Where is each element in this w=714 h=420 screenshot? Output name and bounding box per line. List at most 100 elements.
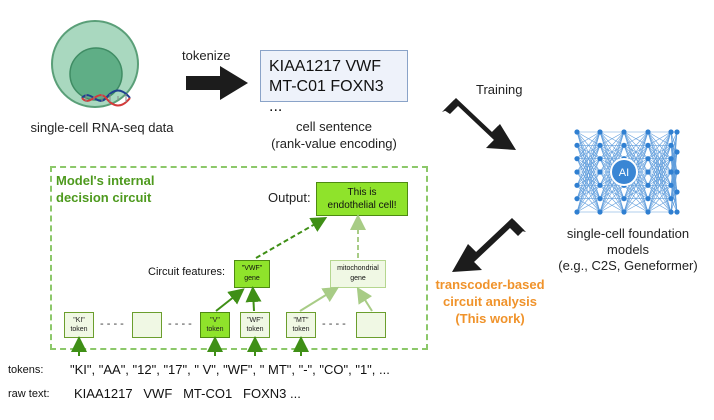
network-edge [576, 131, 601, 213]
training-label: Training [476, 82, 523, 97]
network-node [668, 169, 674, 175]
network-edge [647, 131, 672, 173]
sentence-line-1: KIAA1217 VWF [269, 58, 382, 75]
network-node [668, 142, 674, 148]
network-node [597, 142, 603, 148]
token-mt-text: "MT" [293, 317, 309, 324]
network-node [668, 209, 674, 215]
network-edge [576, 158, 601, 213]
network-edge [576, 198, 601, 213]
network-node [574, 209, 580, 215]
network-node [621, 142, 627, 148]
network-edge [599, 198, 625, 213]
token-ki-text: "KI" [73, 317, 85, 324]
network-node [645, 182, 651, 188]
network-node [674, 209, 680, 215]
model-caption-1: single-cell foundation [566, 226, 690, 241]
network-edge [647, 171, 672, 213]
token-mt-sub: token [292, 326, 310, 333]
network-edge [647, 198, 672, 213]
network-edge [647, 145, 672, 213]
network-node [597, 169, 603, 175]
vwf-gene-box: "VWF" gene [234, 260, 270, 288]
network-node [574, 142, 580, 148]
network-edge [670, 191, 678, 213]
analysis-caption-1: transcoder-based [435, 277, 545, 292]
analysis-caption-2: circuit analysis [443, 294, 537, 309]
output-line-1: This is [347, 187, 377, 198]
model-caption: single-cell foundation models (e.g., C2S… [548, 226, 708, 274]
circuit-title: Model's internal decision circuit [56, 172, 154, 206]
network-node [621, 129, 627, 135]
network-edge [670, 151, 678, 213]
network-node [645, 156, 651, 162]
ellipsis-3: - - - - [322, 318, 346, 330]
network-edge [623, 171, 649, 213]
neural-network-icon: AI [574, 129, 680, 215]
output-label: Output: [268, 190, 311, 205]
network-node [574, 156, 580, 162]
network-edge [576, 185, 601, 213]
network-edge [623, 185, 649, 213]
network-edge [599, 131, 625, 173]
network-edge [670, 171, 678, 213]
circuit-panel [50, 166, 428, 350]
model-caption-3: (e.g., C2S, Geneformer) [558, 258, 698, 273]
vwf-gene-line-1: "VWF" [241, 265, 263, 272]
ai-label: AI [619, 167, 629, 179]
raw-text-label: raw text: [8, 388, 50, 400]
network-node [668, 129, 674, 135]
network-edge [647, 131, 672, 159]
ellipsis-1: - - - - [100, 318, 124, 330]
network-edge [647, 185, 672, 213]
network-node [668, 182, 674, 188]
output-line-2: endothelial cell! [327, 200, 397, 211]
network-edge [647, 158, 672, 213]
token-box-empty-1 [132, 312, 162, 338]
network-node [621, 209, 627, 215]
token-ki-sub: token [70, 326, 88, 333]
network-node [674, 149, 680, 155]
network-edge [576, 131, 601, 199]
cell-illustration [51, 20, 139, 108]
model-caption-2: models [607, 242, 649, 257]
tokens-label: tokens: [8, 364, 44, 376]
network-edge [647, 131, 672, 146]
network-edge [599, 131, 625, 146]
network-edge [647, 131, 672, 186]
network-node [645, 142, 651, 148]
token-v-text: "V" [210, 317, 220, 324]
sentence-caption-1: cell sentence [296, 119, 372, 134]
network-edge [576, 131, 601, 159]
network-node [674, 129, 680, 135]
network-edge [623, 198, 649, 213]
network-edge [576, 145, 601, 213]
analysis-caption: transcoder-based circuit analysis (This … [426, 276, 554, 327]
token-box-empty-2 [356, 312, 386, 338]
network-node [674, 169, 680, 175]
network-node [597, 129, 603, 135]
sentence-caption-2: (rank-value encoding) [271, 136, 397, 151]
mito-gene-line-2: gene [350, 275, 366, 282]
cell-caption: single-cell RNA-seq data [30, 120, 174, 135]
network-edge [576, 131, 601, 173]
ellipsis-2: - - - - [168, 318, 192, 330]
network-edge [576, 131, 601, 146]
network-edge [647, 131, 672, 199]
network-node [621, 196, 627, 202]
network-node [645, 209, 651, 215]
token-v-sub: token [206, 326, 224, 333]
cell-sentence-box: KIAA1217 VWF MT-C01 FOXN3 ... [260, 50, 408, 115]
network-node [645, 196, 651, 202]
network-edge [576, 171, 601, 213]
network-edge [599, 131, 625, 159]
token-wf-sub: token [246, 326, 264, 333]
network-edge [623, 131, 649, 146]
network-node [597, 196, 603, 202]
network-node [645, 129, 651, 135]
raw-text: KIAA1217 VWF MT-CO1 FOXN3 ... [74, 386, 301, 401]
mito-gene-line-1: mitochondrial [337, 265, 379, 272]
network-edge [623, 131, 649, 159]
analysis-caption-3: (This work) [455, 311, 525, 326]
